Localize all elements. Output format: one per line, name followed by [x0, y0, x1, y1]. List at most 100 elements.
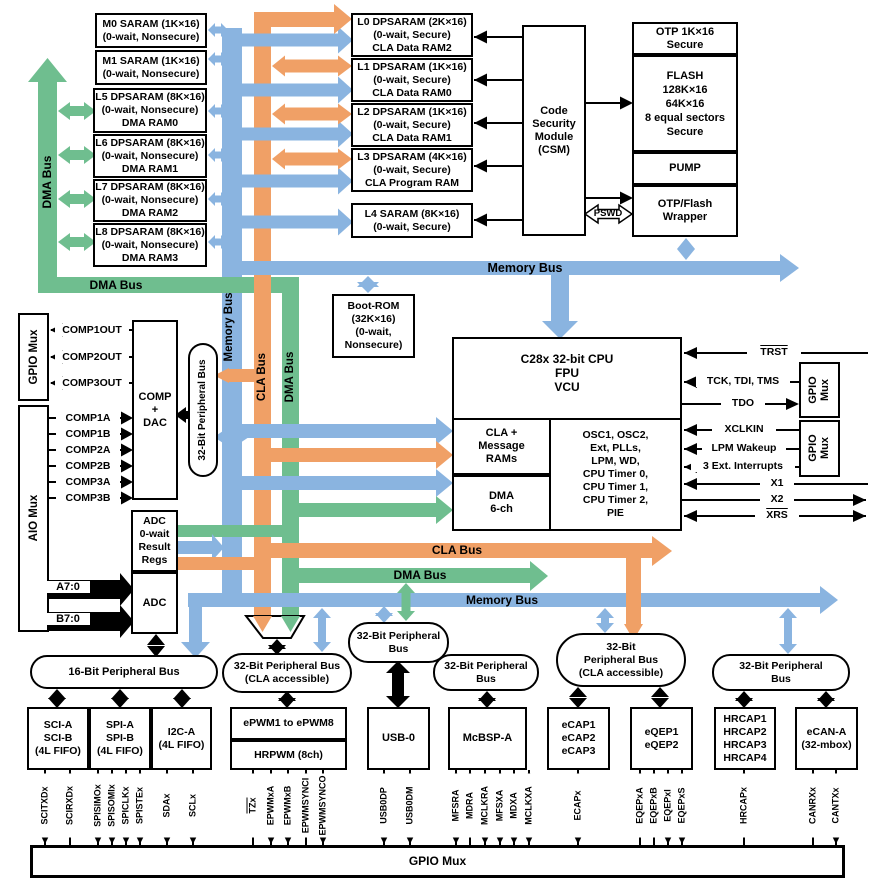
comp3out-label: COMP3OUT [55, 377, 129, 389]
flash-block: FLASH 128K×16 64K×16 8 equal sectors Sec… [632, 55, 738, 152]
tdo-signal-label: TDO [721, 397, 765, 409]
l8-dpsaram-block: L8 DPSARAM (8K×16) (0-wait, Nonsecure) D… [93, 223, 207, 267]
adc-block: ADC [131, 572, 178, 634]
aio-mux-label: AIO Mux [28, 494, 40, 542]
l3-dpsaram-block: L3 DPSARAM (4K×16) (0-wait, Secure) CLA … [351, 148, 473, 192]
spi-block: SPI-A SPI-B (4L FIFO) [89, 707, 151, 770]
gpio-mux-left-label: GPIO Mux [28, 329, 40, 385]
usb0-block: USB-0 [367, 707, 430, 770]
mfsra-pin-label: MFSRA [450, 773, 462, 838]
x2-signal-label: X2 [760, 493, 794, 505]
memory-bus-v-label: Memory Bus [223, 292, 235, 362]
gpio-mux-right2-box [799, 420, 840, 477]
dma-bus-h-label: DMA Bus [393, 568, 447, 582]
l7-dpsaram-block: L7 DPSARAM (8K×16) (0-wait, Nonsecure) D… [93, 179, 207, 222]
l4-saram-block: L4 SARAM (8K×16) (0-wait, Secure) [351, 203, 473, 238]
spiclkx-pin-label: SPICLKx [120, 773, 132, 838]
dma-6ch-block: DMA 6-ch [452, 475, 551, 531]
m1-saram-block: M1 SARAM (1K×16) (0-wait, Nonsecure) [95, 50, 207, 85]
pump-block: PUMP [632, 152, 738, 185]
spistex-pin-label: SPISTEx [134, 773, 146, 838]
adc-b-channels-label: B7:0 [46, 613, 90, 625]
dma-bus-v-label: DMA Bus [284, 351, 296, 403]
hrpwm-block: HRPWM (8ch) [230, 740, 347, 770]
l2-dpsaram-block: L2 DPSARAM (1K×16) (0-wait, Secure) CLA … [351, 103, 473, 147]
otp-flash-wrapper-block: OTP/Flash Wrapper [632, 185, 738, 237]
peripheral-bus-32bit-usb-pill: 32-Bit Peripheral Bus [348, 622, 449, 663]
canrxx-pin-label: CANRXx [807, 773, 819, 838]
x1-signal-label: X1 [760, 477, 794, 489]
spisimox-pin-label: SPISIMOx [92, 773, 104, 838]
tck-tdi-tms-signal-label: TCK, TDI, TMS [696, 375, 790, 387]
cpu-label: C28x 32-bit CPU FPU VCU [520, 352, 614, 394]
eqepxa-pin-label: EQEPxA [634, 773, 646, 838]
comp1a-label: COMP1A [56, 412, 120, 424]
eqep-block: eQEP1 eQEP2 [630, 707, 693, 770]
i2c-block: I2C-A (4L FIFO) [151, 707, 212, 770]
cantxx-pin-label: CANTXx [830, 773, 842, 838]
eqepxi-pin-label: EQEPxI [662, 773, 674, 838]
epwm-block: ePWM1 to ePWM8 [230, 707, 347, 740]
ecan-block: eCAN-A (32-mbox) [795, 707, 858, 770]
comp1out-label: COMP1OUT [55, 324, 129, 336]
gpio-mux-bar: GPIO Mux [30, 845, 845, 878]
mfsxa-pin-label: MFSXA [494, 773, 506, 838]
csm-block: Code Security Module (CSM) [522, 25, 586, 236]
dma-bus-left-h-label: DMA Bus [89, 278, 143, 292]
hrcap-block: HRCAP1 HRCAP2 HRCAP3 HRCAP4 [714, 707, 776, 770]
dma-bus-left-v-label: DMA Bus [40, 155, 54, 209]
eqepxb-pin-label: EQEPxB [648, 773, 660, 838]
mclkxa-pin-label: MCLKXA [523, 773, 535, 838]
tzx-pin-label: TZx [247, 773, 259, 838]
ext-interrupts-signal-label: 3 Ext. Interrupts [691, 460, 795, 472]
sci-block: SCI-A SCI-B (4L FIFO) [27, 707, 89, 770]
comp3a-label: COMP3A [56, 476, 120, 488]
memory-bus-h-label: Memory Bus [465, 593, 539, 607]
boot-rom-block: Boot-ROM (32K×16) (0-wait, Nonsecure) [332, 294, 415, 358]
peripheral-bus-32bit-comp-pill [188, 343, 218, 477]
sclx-pin-label: SCLx [187, 773, 199, 838]
comp3b-label: COMP3B [56, 492, 120, 504]
gpio-mux-right1-label: GPIO Mux [807, 376, 831, 404]
mdxa-pin-label: MDXA [508, 773, 520, 838]
l6-dpsaram-block: L6 DPSARAM (8K×16) (0-wait, Nonsecure) D… [93, 134, 207, 178]
cla-bus-h-label: CLA Bus [431, 543, 483, 557]
peripheral-bus-16bit-pill: 16-Bit Peripheral Bus [30, 655, 218, 689]
l0-dpsaram-block: L0 DPSARAM (2K×16) (0-wait, Secure) CLA … [351, 13, 473, 57]
osc-pie-block: OSC1, OSC2, Ext, PLLs, LPM, WD, CPU Time… [549, 418, 682, 531]
adc-result-regs-block: ADC 0-wait Result Regs [131, 510, 178, 572]
l1-dpsaram-block: L1 DPSARAM (1K×16) (0-wait, Secure) CLA … [351, 58, 473, 102]
ecap-block: eCAP1 eCAP2 eCAP3 [547, 707, 610, 770]
pswd-label: PSWD [593, 208, 623, 219]
comp-dac-block: COMP + DAC [132, 320, 178, 500]
comp2a-label: COMP2A [56, 444, 120, 456]
xclkin-signal-label: XCLKIN [712, 423, 776, 435]
cla-bus-v-label: CLA Bus [256, 352, 268, 402]
usb0dm-pin-label: USB0DM [404, 773, 416, 838]
epwmxb-pin-label: EPWMxB [282, 773, 294, 838]
memory-bus-top-label: Memory Bus [487, 261, 563, 275]
comp2b-label: COMP2B [56, 460, 120, 472]
comp2out-label: COMP2OUT [55, 351, 129, 363]
spisomix-pin-label: SPISOMIx [106, 773, 118, 838]
lpm-wakeup-signal-label: LPM Wakeup [702, 442, 786, 454]
peripheral-bus-32bit-mcbsp-pill: 32-Bit Peripheral Bus [433, 654, 539, 691]
peripheral-bus-32bit-comp-label: 32-Bit Peripheral Bus [197, 359, 208, 461]
l5-dpsaram-block: L5 DPSARAM (8K×16) (0-wait, Nonsecure) D… [93, 88, 207, 133]
scitxdx-pin-label: SCITXDx [39, 773, 51, 838]
otp-block: OTP 1K×16 Secure [632, 22, 738, 55]
gpio-mux-left-box [18, 313, 49, 401]
hrcapx-pin-label: HRCAPx [738, 773, 750, 838]
eqepxs-pin-label: EQEPxS [676, 773, 688, 838]
epwmsynco-pin-label: EPWMSYNCO [317, 773, 329, 838]
adc-a-channels-label: A7:0 [46, 581, 90, 593]
scirxdx-pin-label: SCIRXDx [64, 773, 76, 838]
ecapx-pin-label: ECAPx [572, 773, 584, 838]
gpio-mux-right1-box [799, 362, 840, 418]
mdra-pin-label: MDRA [464, 773, 476, 838]
peripheral-bus-32bit-hrcap-pill: 32-Bit Peripheral Bus [712, 654, 850, 691]
peripheral-bus-32bit-epwm-pill: 32-Bit Peripheral Bus (CLA accessible) [222, 653, 352, 693]
mclkra-pin-label: MCLKRA [479, 773, 491, 838]
peripheral-bus-32bit-ecap-pill: 32-Bit Peripheral Bus (CLA accessible) [556, 633, 686, 687]
